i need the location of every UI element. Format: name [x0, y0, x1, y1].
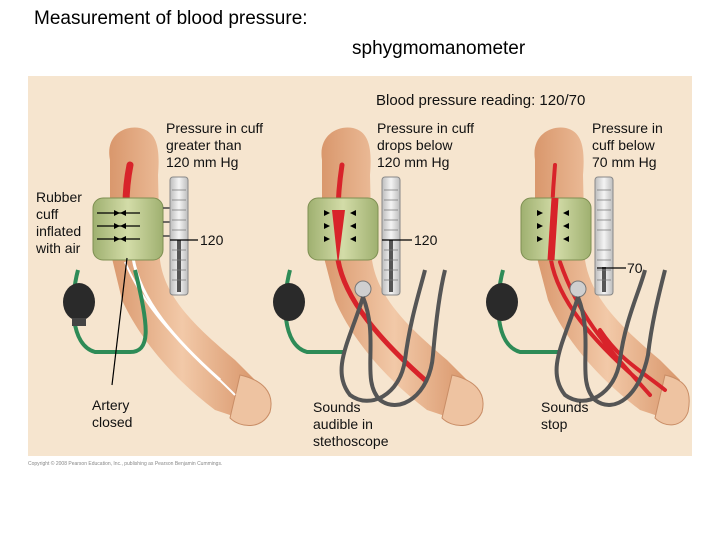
- arrow-heads: [114, 210, 569, 242]
- title-line-1: Measurement of blood pressure:: [34, 8, 308, 29]
- arm-3: [486, 127, 690, 426]
- cuff-greater-label: Pressure in cuff greater than 120 mm Hg: [166, 120, 264, 170]
- rubber-cuff-label: Rubber cuff inflated with air: [36, 189, 82, 256]
- artery-closed-label: Artery closed: [92, 397, 133, 430]
- gauge-2: [381, 176, 401, 296]
- sounds-audible-label: Sounds audible in stethoscope: [313, 399, 389, 449]
- gauge-1-value: 120: [200, 232, 224, 248]
- gauge-1: [169, 176, 189, 296]
- cuff-below-label: Pressure in cuff below 70 mm Hg: [592, 120, 663, 170]
- title-line-2: sphygmomanometer: [352, 38, 526, 59]
- cuff-drops-label: Pressure in cuff drops below 120 mm Hg: [377, 120, 475, 170]
- gauge-3-value: 70: [627, 260, 643, 276]
- copyright-text: Copyright © 2008 Pearson Education, Inc.…: [28, 461, 223, 467]
- arm-1: [63, 127, 272, 426]
- arm-2: [273, 127, 484, 426]
- gauge-3: [594, 176, 614, 296]
- sounds-stop-label: Sounds stop: [541, 399, 589, 432]
- gauge-2-value: 120: [414, 232, 438, 248]
- reading-label: Blood pressure reading: 120/70: [376, 92, 586, 109]
